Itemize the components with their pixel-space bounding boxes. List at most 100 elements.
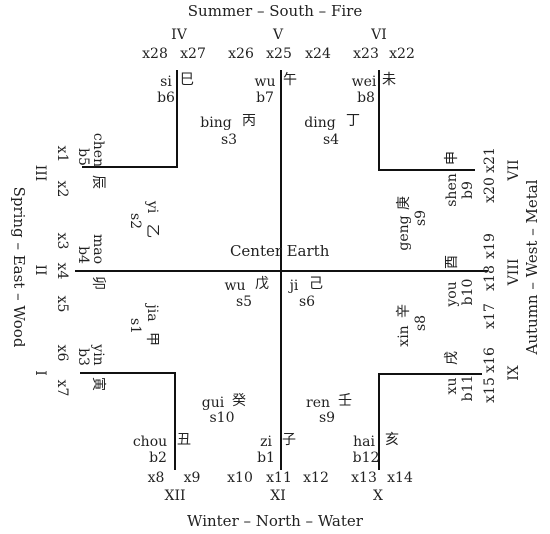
- x27-label: x27: [180, 46, 206, 62]
- stem-geng: 庚 geng s9: [396, 196, 429, 251]
- x16-label: x16: [482, 347, 498, 373]
- numeral-i: I: [32, 370, 48, 376]
- branch-name: you: [444, 281, 460, 307]
- x1-label: x1: [54, 146, 70, 163]
- x21-label: x21: [482, 147, 498, 173]
- stem-hanzi: 辛: [396, 304, 412, 318]
- branch-hanzi: 亥: [385, 432, 399, 448]
- branch-code: b4: [75, 246, 91, 264]
- stem-hanzi: 丁: [346, 113, 360, 129]
- stem-gui: gui 癸 s10: [202, 393, 246, 426]
- stem-name: ren: [306, 395, 330, 411]
- branch-code: b11: [460, 375, 476, 402]
- x24-label: x24: [305, 46, 331, 62]
- x28-label: x28: [142, 46, 168, 62]
- stem-yi: yi 乙 s2: [127, 200, 160, 238]
- branch-yin: yin b3 寅: [75, 343, 107, 391]
- x22-label: x22: [389, 46, 415, 62]
- stem-hanzi: 庚: [396, 196, 412, 210]
- branch-code: b7: [256, 90, 274, 106]
- x26-label: x26: [228, 46, 254, 62]
- diagram-frame: [75, 70, 488, 470]
- branch-name: shen: [444, 173, 460, 207]
- stem-ding: ding 丁 s4: [304, 113, 360, 148]
- stem-code: s10: [210, 410, 235, 426]
- x20-label: x20: [482, 177, 498, 203]
- branch-name: chen: [90, 133, 106, 167]
- stem-bing: bing 丙 s3: [200, 113, 256, 148]
- x12-label: x12: [303, 470, 329, 486]
- stem-code: s3: [221, 132, 237, 148]
- branch-code: b6: [157, 90, 175, 106]
- stem-name: jia: [144, 302, 160, 321]
- branch-code: b5: [75, 148, 91, 166]
- x2-label: x2: [54, 181, 70, 198]
- x10-label: x10: [227, 470, 253, 486]
- branch-chou: chou 丑 b2: [133, 432, 191, 466]
- numeral-iv: IV: [171, 27, 188, 43]
- stem-hanzi: 乙: [144, 224, 160, 238]
- stem-name: ding: [304, 115, 335, 131]
- stem-name: yi: [144, 200, 160, 214]
- stem-code: s9: [319, 410, 335, 426]
- branch-name: wei: [352, 74, 377, 90]
- x3-label: x3: [54, 233, 70, 250]
- numeral-ix: IX: [506, 365, 522, 381]
- branch-code: b12: [353, 450, 380, 466]
- branch-code: b8: [357, 90, 375, 106]
- x13-label: x13: [351, 470, 377, 486]
- stem-hanzi: 癸: [232, 393, 246, 409]
- stem-xin: 辛 xin s8: [396, 304, 429, 347]
- branch-hanzi: 卯: [90, 276, 106, 290]
- stem-hanzi: 壬: [338, 393, 352, 409]
- numeral-vi: VI: [370, 27, 387, 43]
- center-label: Center: [230, 242, 283, 260]
- stem-hanzi: 甲: [144, 332, 160, 346]
- numeral-vii: VII: [506, 159, 522, 181]
- stem-code: s2: [127, 213, 143, 229]
- branch-si: si 巳 b6: [157, 72, 194, 106]
- branch-hanzi: 辰: [90, 175, 106, 189]
- x25-label: x25: [266, 46, 292, 62]
- branch-mao: mao b4 卯: [75, 234, 106, 290]
- branch-hanzi: 寅: [90, 377, 107, 391]
- stem-name: ji: [288, 278, 299, 294]
- branch-hanzi: 午: [283, 72, 297, 88]
- branch-hai: hai 亥 b12: [353, 432, 399, 466]
- branch-code: b3: [75, 348, 91, 366]
- branch-hanzi: 酉: [444, 255, 460, 269]
- stem-code: s6: [299, 294, 315, 310]
- branch-code: b9: [460, 181, 476, 199]
- stem-code: s9: [413, 210, 429, 226]
- numeral-iii: III: [32, 165, 48, 182]
- branch-zi: zi 子 b1: [257, 432, 296, 466]
- stem-name: wu: [225, 278, 246, 294]
- numeral-ii: II: [32, 264, 48, 275]
- branch-shen: 申 shen b9: [444, 151, 476, 207]
- branch-hanzi: 申: [444, 151, 460, 165]
- branch-code: b10: [460, 279, 476, 306]
- numeral-xi: XI: [270, 488, 286, 504]
- branch-wei: wei 未 b8: [352, 72, 396, 106]
- numeral-xii: XII: [164, 488, 185, 504]
- stem-hanzi: 己: [309, 276, 323, 292]
- branch-name: zi: [260, 434, 272, 450]
- caption-left: Spring – East – Wood: [10, 187, 28, 348]
- x19-label: x19: [482, 233, 498, 259]
- x18-label: x18: [482, 265, 498, 291]
- branch-hanzi: 子: [282, 432, 296, 448]
- branch-hanzi: 未: [382, 72, 396, 88]
- x6-label: x6: [54, 345, 70, 362]
- stem-hanzi: 戊: [255, 276, 269, 292]
- x8-label: x8: [148, 470, 165, 486]
- x11-label: x11: [266, 470, 292, 486]
- numeral-viii: VIII: [506, 259, 522, 287]
- x7-label: x7: [54, 380, 70, 397]
- branch-you: 酉 you b10: [444, 255, 476, 308]
- stem-ren: ren 壬 s9: [306, 393, 352, 426]
- branch-chen: chen b5 辰: [75, 133, 106, 189]
- branch-code: b1: [257, 450, 275, 466]
- numeral-x: X: [373, 488, 383, 504]
- stem-name: geng: [396, 215, 412, 250]
